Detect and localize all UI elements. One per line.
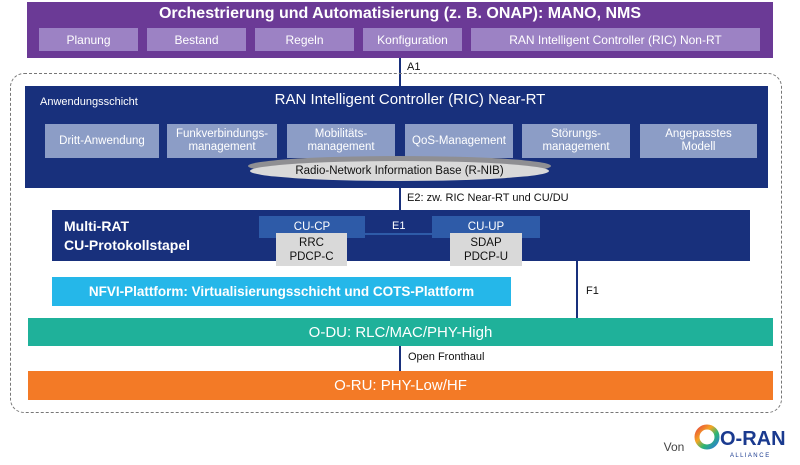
by-label: Von <box>663 440 685 454</box>
a1-label: A1 <box>407 61 421 73</box>
module-dritt-anwendung: Dritt-Anwendung <box>45 124 159 158</box>
e2-connector <box>399 188 401 210</box>
orch-item-ric-non-rt: RAN Intelligent Controller (RIC) Non-RT <box>471 28 760 51</box>
a1-connector <box>399 58 401 86</box>
cu-up-header: CU-UP <box>432 216 540 238</box>
o-du-block: O-DU: RLC/MAC/PHY-High <box>28 318 773 346</box>
module-stoerungsmanagement: Störungs-management <box>522 124 630 158</box>
f1-label: F1 <box>586 285 599 297</box>
o-ran-logo: O-RAN A L L I A N C E <box>694 420 794 460</box>
nfvi-platform: NFVI-Plattform: Virtualisierungsschicht … <box>52 277 511 306</box>
fronthaul-label: Open Fronthaul <box>408 351 485 363</box>
ric-near-rt-title: RAN Intelligent Controller (RIC) Near-RT <box>274 90 546 108</box>
module-qos-management: QoS-Management <box>405 124 513 158</box>
e1-connector <box>365 233 432 235</box>
o-ran-logo-graphic: O-RAN A L L I A N C E <box>694 424 786 459</box>
e1-label: E1 <box>392 220 406 232</box>
f1-connector <box>576 261 578 318</box>
o-ran-logo-text: O-RAN <box>720 428 786 450</box>
fronthaul-connector <box>399 346 401 371</box>
orchestration-title: Orchestrierung und Automatisierung (z. B… <box>158 5 642 22</box>
application-layer-label: Anwendungsschicht <box>40 96 138 108</box>
module-funkverbindungsmanagement: Funkverbindungs-management <box>167 124 277 158</box>
o-ran-logo-subtext: A L L I A N C E <box>730 453 769 459</box>
orch-item-bestand: Bestand <box>147 28 246 51</box>
orch-item-konfiguration: Konfiguration <box>363 28 462 51</box>
e2-label: E2: zw. RIC Near-RT und CU/DU <box>407 192 569 204</box>
o-ru-block: O-RU: PHY-Low/HF <box>28 371 773 400</box>
cu-protocol-stack-block <box>52 210 750 261</box>
rnib-database: Radio-Network Information Base (R-NIB) <box>250 161 549 181</box>
module-mobilitaetsmanagement: Mobilitäts-management <box>287 124 395 158</box>
orch-item-regeln: Regeln <box>255 28 354 51</box>
cu-cp-header: CU-CP <box>259 216 365 238</box>
ran-boundary <box>10 73 782 413</box>
orch-item-planung: Planung <box>39 28 138 51</box>
